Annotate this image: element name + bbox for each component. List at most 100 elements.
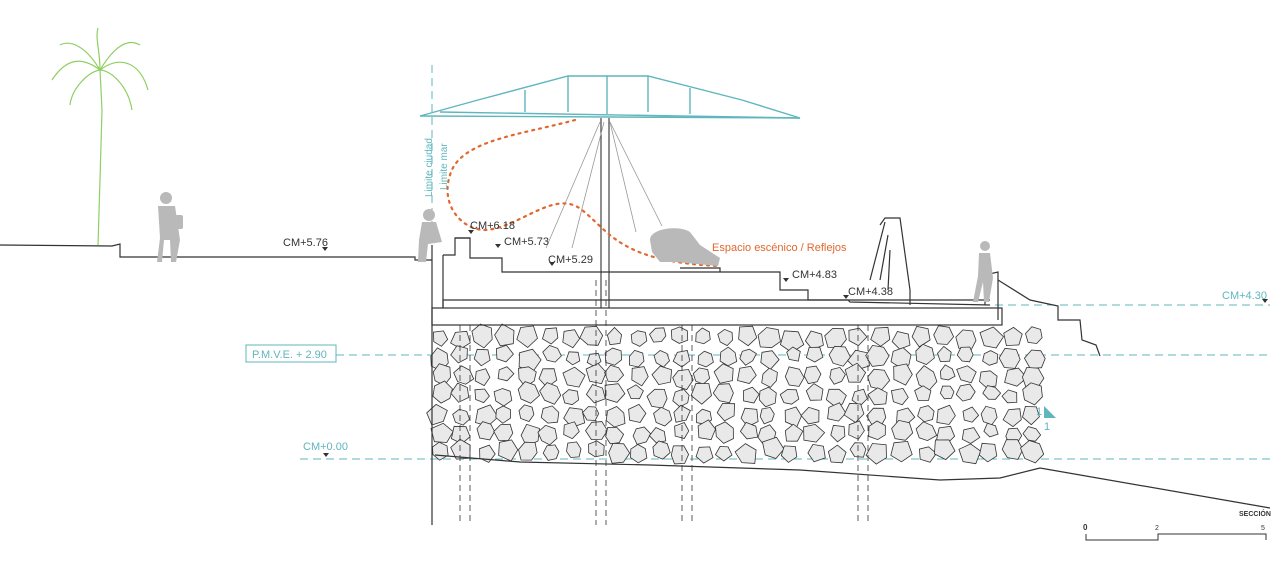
stone: [585, 421, 608, 441]
stone: [743, 386, 760, 404]
stone: [890, 347, 912, 368]
stone: [734, 443, 757, 464]
stone: [630, 330, 648, 347]
stone: [649, 327, 667, 343]
stone: [918, 446, 937, 463]
stone: [497, 366, 515, 382]
stone: [520, 423, 540, 448]
stone: [715, 421, 734, 444]
stone: [803, 365, 822, 385]
slope-run: 1: [1044, 421, 1050, 433]
stone: [890, 387, 909, 406]
stone: [939, 364, 956, 381]
stone: [540, 405, 560, 424]
upper-platform: [442, 237, 990, 308]
stone: [824, 328, 847, 349]
stone: [562, 329, 581, 349]
stone: [430, 422, 454, 443]
people: [157, 192, 993, 302]
stone: [868, 420, 886, 441]
stone: [998, 347, 1021, 369]
stone: [1001, 439, 1024, 460]
stone: [779, 330, 805, 353]
stone: [670, 326, 689, 344]
cm-000-label: CM+0.00: [303, 441, 348, 453]
parapet-rails: [869, 221, 891, 291]
stone: [426, 403, 448, 426]
stone: [915, 343, 935, 365]
stone: [604, 364, 625, 383]
person-icon: [973, 241, 993, 302]
level-marker-icon: [1262, 299, 1268, 303]
stone: [714, 445, 733, 462]
stone: [605, 426, 625, 445]
stone: [494, 323, 515, 347]
stone: [562, 366, 586, 388]
seat-block: [680, 267, 721, 272]
stone: [653, 406, 673, 427]
cm-483-label: CM+4.83: [792, 269, 837, 281]
stone: [604, 347, 623, 366]
stone: [807, 443, 826, 463]
stone: [582, 406, 600, 421]
canopy-column: [600, 118, 610, 308]
stone: [982, 350, 999, 366]
stone: [517, 381, 540, 404]
stone: [697, 419, 716, 441]
stone: [739, 421, 759, 440]
slope-rise: 1: [1036, 406, 1042, 418]
stone: [891, 331, 911, 350]
pile-foundations: [459, 280, 869, 525]
stone: [1022, 405, 1040, 426]
stone: [672, 388, 690, 408]
cm-438-label: CM+4.38: [848, 286, 893, 298]
stone: [759, 406, 775, 425]
stone: [493, 388, 513, 407]
stone: [651, 365, 673, 386]
stone: [1004, 367, 1028, 387]
stone: [979, 370, 998, 388]
stone: [827, 402, 847, 422]
stone: [474, 388, 490, 404]
stone: [646, 388, 668, 409]
stone: [450, 382, 470, 403]
stone: [827, 444, 847, 464]
stone: [452, 408, 471, 426]
stone: [851, 388, 868, 407]
person-icon: [650, 228, 720, 266]
canopy: [419, 75, 801, 119]
level-marker-icon: [495, 244, 501, 248]
stone: [758, 386, 777, 408]
stone: [579, 325, 604, 346]
stone: [805, 383, 824, 401]
stone: [716, 403, 736, 422]
stone: [915, 365, 938, 391]
stone: [829, 366, 846, 385]
stone: [673, 404, 691, 423]
stone: [432, 380, 453, 404]
stone: [933, 439, 956, 461]
stone: [542, 327, 559, 345]
stone: [962, 406, 980, 423]
stone: [518, 404, 535, 422]
stone: [450, 345, 468, 364]
stone: [1002, 408, 1022, 428]
stone: [891, 419, 914, 441]
stone: [473, 348, 491, 367]
level-marker-icon: [323, 453, 329, 457]
stone: [843, 402, 865, 424]
pmve-label: P.M.V.E. + 2.90: [252, 349, 327, 361]
stone: [606, 326, 623, 346]
cm-529-label: CM+5.29: [548, 254, 593, 266]
stone: [697, 350, 714, 368]
stone: [632, 426, 652, 445]
stone: [738, 325, 758, 347]
scale-tick-0: 0: [1083, 523, 1088, 532]
stone: [631, 366, 649, 387]
stone: [1020, 440, 1045, 464]
reflection-path: [446, 118, 722, 268]
stone: [516, 325, 538, 349]
stone: [608, 442, 631, 464]
stone: [914, 385, 932, 401]
stone: [786, 346, 801, 362]
